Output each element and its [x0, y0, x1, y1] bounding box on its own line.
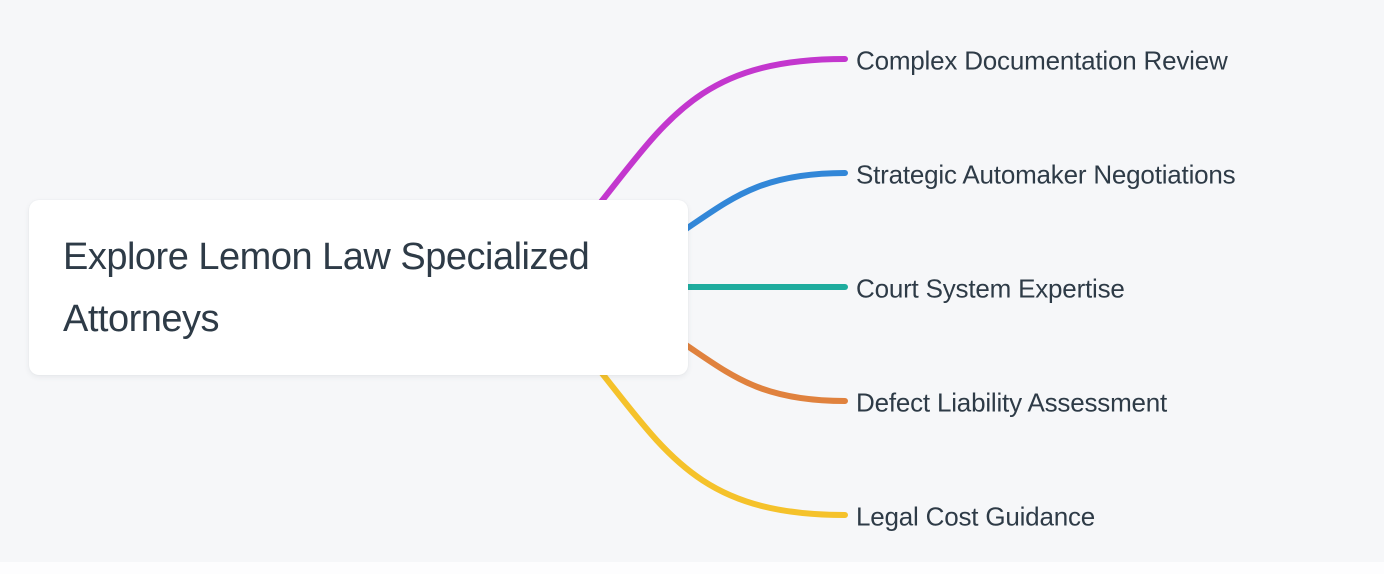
- branch-node-label[interactable]: Defect Liability Assessment: [856, 387, 1168, 418]
- branch-connector-line: [683, 342, 848, 404]
- branch-node-label[interactable]: Strategic Automaker Negotiations: [856, 159, 1236, 190]
- branch-node-label[interactable]: Legal Cost Guidance: [856, 501, 1096, 532]
- branch-connector-line: [683, 170, 848, 232]
- root-node[interactable]: Explore Lemon Law Specialized Attorneys: [29, 200, 688, 375]
- branch-node-label[interactable]: Complex Documentation Review: [856, 45, 1228, 76]
- footer-strip: [0, 562, 1384, 574]
- root-node-label: Explore Lemon Law Specialized Attorneys: [63, 235, 590, 340]
- branch-connector-line: [594, 56, 848, 210]
- branch-connector-line: [594, 364, 848, 518]
- branch-node-label[interactable]: Court System Expertise: [856, 273, 1125, 304]
